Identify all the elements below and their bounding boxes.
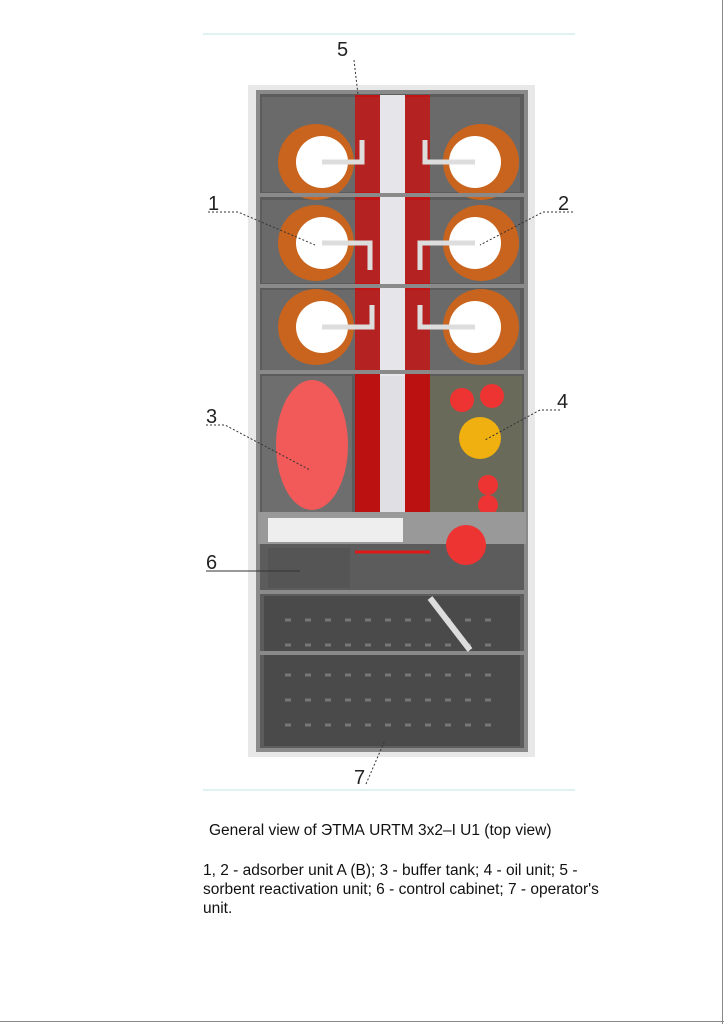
page-edge	[722, 0, 723, 1024]
callout-4: 4	[557, 391, 568, 413]
buffer-tank	[276, 380, 348, 510]
callout-6: 6	[206, 552, 217, 574]
figure-legend: 1, 2 - adsorber unit A (B); 3 - buffer t…	[203, 862, 599, 917]
control-cabinet	[268, 548, 350, 588]
callout-5: 5	[337, 39, 348, 61]
callout-1: 1	[208, 193, 219, 215]
operators-unit	[264, 596, 520, 746]
callout-3: 3	[206, 406, 217, 428]
callout-2: 2	[558, 193, 569, 215]
callout-7: 7	[354, 767, 365, 789]
figure-caption: General view of ЭТМА URTM 3x2–I U1 (top …	[209, 822, 552, 839]
adsorber-units	[262, 95, 520, 375]
page-bottom-edge	[0, 1021, 724, 1022]
unit-top-view-illustration: 5 1 2 3 4 6 7	[203, 33, 575, 791]
